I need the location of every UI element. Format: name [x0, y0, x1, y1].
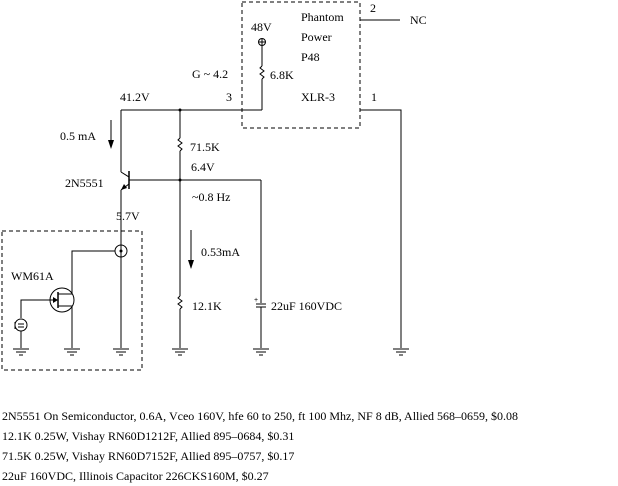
connector-label: XLR-3 [301, 90, 335, 104]
divider-current-label: 0.53mA [201, 245, 240, 259]
note-line: 71.5K 0.25W, Vishay RN60D7152F, Allied 8… [2, 449, 295, 463]
pin3-label: 3 [226, 90, 232, 104]
pin1-label: 1 [371, 90, 377, 104]
resistor-6k8-label: 6.8K [270, 68, 294, 82]
nc-label: NC [410, 13, 427, 27]
electret-capsule-icon [14, 318, 28, 332]
ground-icon [13, 348, 29, 356]
ground-icon [253, 348, 269, 356]
transistor-label: 2N5551 [65, 176, 104, 190]
pin2-label: 2 [370, 1, 376, 15]
jfet-icon [49, 287, 75, 313]
capacitor-label: 22uF 160VDC [271, 299, 342, 313]
base-voltage-label: 6.4V [191, 160, 215, 174]
parts-notes: 2N5551 On Semiconductor, 0.6A, Vceo 160V… [2, 406, 518, 486]
divider-current-arrow-icon [188, 230, 194, 269]
ground-icon [172, 348, 188, 356]
current-arrow-icon [108, 120, 114, 149]
capacitor-icon: + [254, 297, 266, 308]
microphone-label: WM61A [11, 269, 54, 283]
collector-current-label: 0.5 mA [60, 129, 96, 143]
microphone-box [1, 230, 143, 371]
phantom-title-3: P48 [301, 50, 320, 64]
supply-voltage-label: 48V [251, 20, 272, 34]
emitter-arrow-icon [121, 184, 127, 190]
collector-voltage-label: 41.2V [120, 90, 150, 104]
ground-icon [64, 348, 80, 356]
gain-label: G ~ 4.2 [192, 67, 228, 81]
resistor-6k8-icon [259, 65, 265, 80]
note-line: 12.1K 0.25W, Vishay RN60D1212F, Allied 8… [2, 429, 295, 443]
plus-terminal-icon [258, 38, 266, 46]
upper-resistor-label: 71.5K [190, 140, 220, 154]
phantom-power-box [241, 1, 361, 129]
phantom-title-1: Phantom [301, 10, 344, 24]
resistor-12k1-icon [177, 295, 183, 310]
resistor-71k5-icon [177, 137, 183, 152]
lower-resistor-label: 12.1K [192, 299, 222, 313]
emitter-voltage-label: 5.7V [116, 209, 140, 223]
svg-text:+: + [254, 297, 258, 304]
ground-icon [113, 348, 129, 356]
ground-icon [393, 348, 409, 356]
note-line: 2N5551 On Semiconductor, 0.6A, Vceo 160V… [2, 409, 519, 423]
corner-freq-label: ~0.8 Hz [192, 190, 230, 204]
note-line: 22uF 160VDC, Illinois Capacitor 226CKS16… [2, 469, 269, 483]
phantom-title-2: Power [301, 30, 332, 44]
